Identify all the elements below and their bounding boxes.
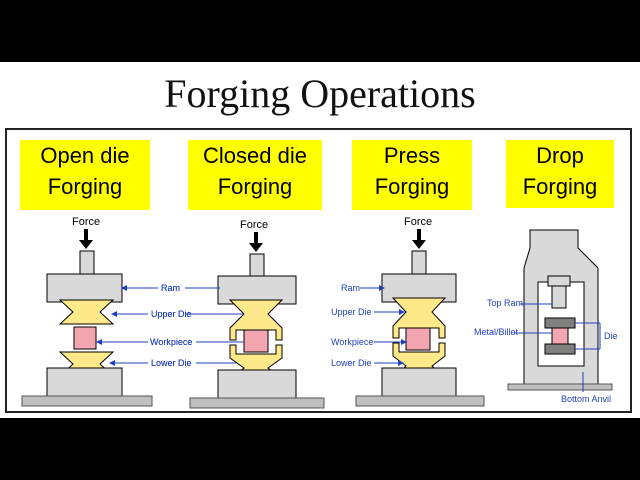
ground bbox=[355, 395, 485, 407]
press-diagram: Force Ram Upper Die Workpiece Lower Die bbox=[331, 216, 485, 407]
upper-die-label: Upper Die bbox=[151, 309, 192, 319]
workpiece-label: Workpiece bbox=[331, 337, 373, 347]
die-label: Die bbox=[604, 331, 618, 341]
metal-billet-label: Metal/Billet bbox=[474, 327, 519, 337]
upper-die-label: Upper Die bbox=[151, 309, 192, 319]
page-title: Forging Operations bbox=[164, 71, 476, 116]
bottom-anvil bbox=[507, 383, 613, 391]
ram bbox=[46, 273, 123, 303]
anvil bbox=[217, 369, 297, 399]
forging-diagrams: Force Ram Upper Die Workpiece Lower Die … bbox=[21, 216, 618, 409]
ram-stem bbox=[411, 250, 427, 275]
force-arrow-icon bbox=[412, 229, 426, 249]
ground bbox=[21, 395, 153, 407]
top-ram-label: Top Ram bbox=[487, 298, 523, 308]
tag-drop-line2: Forging bbox=[522, 174, 598, 199]
tag-drop: Drop Forging bbox=[506, 140, 614, 208]
lower-die-label: Lower Die bbox=[151, 358, 192, 368]
lower-die bbox=[544, 343, 576, 355]
diagram-frame bbox=[5, 128, 632, 413]
workpiece-label: Workpiece bbox=[150, 337, 192, 347]
ground bbox=[189, 397, 325, 409]
lower-die-label: Lower Die bbox=[331, 358, 372, 368]
force-arrow-icon bbox=[79, 229, 93, 249]
workpiece bbox=[405, 327, 431, 351]
force-label: Force bbox=[240, 219, 268, 231]
ram-label: Ram bbox=[341, 283, 360, 293]
tag-drop-line1: Drop bbox=[536, 143, 584, 168]
tag-open-die-line2: Forging bbox=[47, 174, 123, 199]
anvil bbox=[381, 367, 457, 397]
closed-die-diagram: Force bbox=[185, 219, 325, 409]
tag-open-die: Open die Forging bbox=[20, 140, 150, 210]
ram-stem bbox=[249, 253, 265, 277]
ram-stem bbox=[79, 250, 95, 275]
tag-press: Press Forging bbox=[352, 140, 472, 210]
upper-die bbox=[228, 299, 284, 341]
ram-label: Ram bbox=[161, 283, 180, 293]
upper-die bbox=[58, 299, 115, 325]
tag-press-line1: Press bbox=[383, 143, 441, 168]
top-ram bbox=[551, 285, 567, 309]
upper-die bbox=[544, 317, 576, 329]
tag-closed-die: Closed die Forging bbox=[188, 140, 322, 210]
open-die-diagram: Force Ram Upper Die Workpiece Lower Die bbox=[21, 216, 192, 407]
tag-closed-die-line1: Closed die bbox=[203, 143, 307, 168]
slide: Forging Operations Open die Forging Clos… bbox=[0, 62, 640, 418]
force-arrow-icon bbox=[249, 232, 263, 252]
tag-closed-die-line2: Forging bbox=[217, 174, 293, 199]
tag-open-die-line1: Open die bbox=[40, 143, 130, 168]
tag-press-line2: Forging bbox=[374, 174, 450, 199]
force-label: Force bbox=[72, 216, 100, 228]
drop-diagram: Top Ram Metal/Billet Die Bottom Anvil bbox=[474, 229, 618, 404]
lower-die-label: Lower Die bbox=[151, 358, 192, 368]
workpiece bbox=[73, 326, 97, 350]
bottom-anvil-label: Bottom Anvil bbox=[561, 394, 611, 404]
top-ram-rod bbox=[547, 275, 571, 287]
workpiece-label: Workpiece bbox=[150, 337, 192, 347]
anvil bbox=[46, 367, 123, 397]
ram-label: Ram bbox=[161, 283, 180, 293]
billet bbox=[551, 327, 569, 345]
force-label: Force bbox=[404, 216, 432, 228]
upper-die-label: Upper Die bbox=[331, 307, 372, 317]
workpiece bbox=[243, 329, 269, 353]
